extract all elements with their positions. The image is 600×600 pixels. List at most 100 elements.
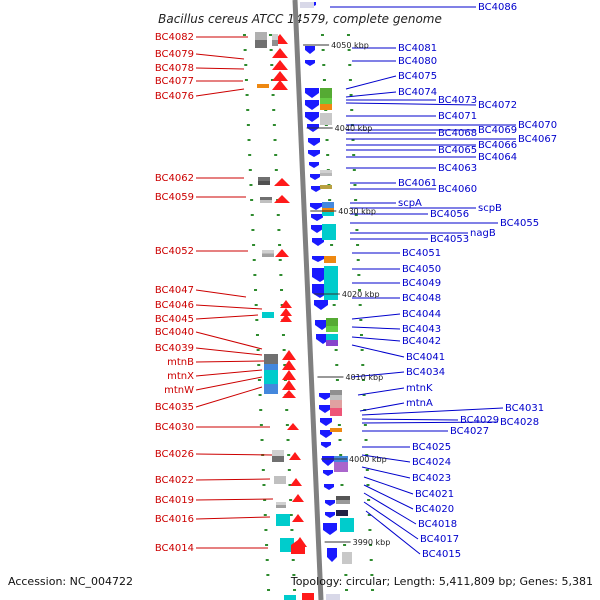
track-tick: [244, 64, 248, 66]
reverse-gene-block: [305, 100, 319, 110]
track-tick: [270, 64, 274, 66]
right-leader-line: [351, 326, 401, 330]
track-tick: [265, 544, 269, 546]
right-gene-label: BC4024: [412, 457, 451, 468]
right-gene-label: BC4042: [402, 336, 441, 347]
track-tick: [285, 424, 289, 426]
track-tick: [256, 349, 260, 351]
track-tick: [258, 394, 262, 396]
scale-label: 4040 kbp: [335, 124, 373, 133]
right-gene-label: BC4068: [438, 128, 477, 139]
forward-gene-arrow: [272, 80, 288, 90]
right-gene-label: BC4086: [478, 2, 517, 13]
track-tick: [251, 229, 255, 231]
gene-annotation-box: [326, 594, 340, 600]
right-gene-label: BC4065: [438, 145, 477, 156]
track-tick: [359, 334, 363, 336]
gene-annotation-box: [342, 552, 352, 564]
gene-annotation-box: [330, 390, 342, 395]
track-tick: [279, 274, 283, 276]
track-tick: [368, 529, 372, 531]
left-gene-label: BC4046: [155, 300, 194, 311]
track-tick: [366, 484, 370, 486]
reverse-gene-block: [323, 523, 337, 535]
right-gene-label: BC4015: [422, 549, 461, 560]
track-tick: [265, 559, 269, 561]
right-leader-line: [345, 91, 397, 98]
gene-annotation-box: [272, 34, 278, 40]
left-leader-line: [195, 347, 263, 356]
track-tick: [344, 574, 348, 576]
gene-annotation-box: [264, 364, 278, 370]
track-tick: [262, 484, 266, 486]
right-gene-label: BC4017: [420, 534, 459, 545]
track-tick: [362, 394, 366, 396]
track-tick: [321, 49, 325, 51]
right-leader-line: [357, 387, 405, 396]
track-tick: [349, 94, 353, 96]
right-gene-label: BC4055: [500, 218, 539, 229]
right-gene-label: BC4069: [478, 125, 517, 136]
right-leader-line: [351, 336, 401, 342]
track-tick: [345, 589, 349, 591]
right-leader-line: [361, 407, 504, 416]
left-leader-line: [195, 289, 247, 298]
right-gene-label: BC4018: [418, 519, 457, 530]
track-tick: [252, 259, 256, 261]
track-tick: [268, 34, 272, 36]
right-gene-label: BC4075: [398, 71, 437, 82]
gene-annotation-box: [264, 354, 278, 364]
right-leader-line: [351, 313, 401, 320]
right-gene-label: mtnK: [406, 383, 433, 394]
scale-label: 4010 kbp: [345, 373, 383, 382]
right-gene-label: BC4063: [438, 163, 477, 174]
right-gene-label: mtnA: [406, 398, 433, 409]
gene-annotation-box: [334, 462, 348, 472]
right-gene-label: scpA: [398, 198, 422, 209]
right-leader-line: [345, 75, 397, 90]
track-tick: [326, 154, 330, 156]
track-tick: [253, 274, 257, 276]
left-leader-line: [195, 314, 259, 320]
gene-annotation-box: [320, 170, 332, 173]
track-tick: [367, 499, 371, 501]
right-leader-line: [351, 371, 405, 378]
gene-annotation-box: [272, 456, 284, 462]
track-tick: [254, 289, 258, 291]
track-tick: [356, 244, 360, 246]
right-gene-label: scpB: [478, 203, 502, 214]
left-gene-label: BC4062: [155, 173, 194, 184]
track-tick: [274, 169, 278, 171]
gene-annotation-box: [326, 334, 338, 340]
track-tick: [357, 274, 361, 276]
accession-label: Accession: NC_004722: [8, 575, 133, 588]
track-tick: [354, 199, 358, 201]
gene-annotation-box: [330, 408, 342, 416]
right-gene-label: BC4060: [438, 184, 477, 195]
gene-annotation-box: [300, 2, 314, 8]
gene-annotation-box: [302, 593, 314, 600]
left-gene-label: mtnW: [164, 385, 194, 396]
track-tick: [260, 439, 264, 441]
gene-annotation-box: [276, 502, 286, 505]
track-tick: [276, 214, 280, 216]
forward-gene-arrow: [272, 48, 288, 58]
right-gene-label: BC4048: [402, 293, 441, 304]
left-leader-line: [195, 516, 271, 520]
gene-annotation-box: [330, 395, 342, 400]
track-tick: [247, 139, 251, 141]
forward-gene-block: [291, 540, 305, 554]
reverse-gene-block: [320, 430, 332, 438]
track-tick: [371, 589, 375, 591]
track-tick: [278, 259, 282, 261]
right-gene-label: BC4034: [406, 367, 445, 378]
left-gene-label: BC4019: [155, 495, 194, 506]
track-tick: [272, 124, 276, 126]
left-gene-label: mtnX: [167, 371, 194, 382]
track-tick: [242, 34, 246, 36]
left-gene-label: BC4047: [155, 285, 194, 296]
track-tick: [361, 379, 365, 381]
track-tick: [352, 169, 356, 171]
track-tick: [274, 154, 278, 156]
track-tick: [286, 439, 290, 441]
